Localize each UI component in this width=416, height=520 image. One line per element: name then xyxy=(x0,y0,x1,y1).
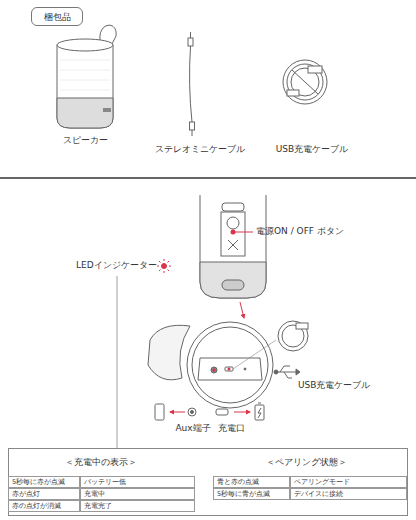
charge-arrow xyxy=(234,412,250,413)
stereo-cable-figure xyxy=(188,32,195,136)
divider xyxy=(0,177,416,179)
power-marker xyxy=(231,230,236,235)
speaker-top-view xyxy=(200,195,266,298)
table-cell: 5秒毎に青が点滅 xyxy=(213,488,290,500)
led-icon xyxy=(157,259,171,273)
aux-marker xyxy=(213,369,216,372)
usb-cable-figure xyxy=(283,60,327,104)
open-bottom xyxy=(148,322,273,408)
led-leader xyxy=(117,276,118,448)
port-icons xyxy=(155,403,264,420)
table-cell: 赤の点灯が消滅 xyxy=(8,500,80,512)
table-cell: バッテリー低 xyxy=(80,476,195,488)
callout-label: USB充電ケーブル xyxy=(298,381,370,391)
table-cell: 赤が点灯 xyxy=(8,488,80,500)
speaker-figure xyxy=(57,25,116,128)
table-cell: 青と赤の点滅 xyxy=(213,476,290,488)
part-name: ステレオミニケーブル xyxy=(155,145,245,155)
aux-arrow xyxy=(170,412,185,413)
usb-leader xyxy=(233,340,276,369)
power-leader xyxy=(235,232,253,233)
table-cell: デバイスに接続 xyxy=(290,488,407,500)
port-marker xyxy=(228,368,231,371)
table-cell: 充電中 xyxy=(80,488,195,500)
callout-label: LEDインジケーター xyxy=(76,261,157,271)
port-label: 充電口 xyxy=(218,424,245,434)
table-heading: ＜充電中の表示＞ xyxy=(65,458,137,467)
tab-label: 梱包品 xyxy=(44,13,71,23)
part-name: USB充電ケーブル xyxy=(276,145,348,155)
table-cell: 充電完了 xyxy=(80,500,195,512)
usb-cable-icon xyxy=(274,321,308,378)
part-name: スピーカー xyxy=(63,136,108,146)
callout-label: 電源ON / OFF ボタン xyxy=(256,227,344,237)
table-heading: ＜ペアリング状態＞ xyxy=(266,458,347,467)
table-cell: ペアリングモード xyxy=(290,476,407,488)
port-label: Aux端子 xyxy=(175,424,210,434)
package-contents-tab: 梱包品 xyxy=(31,7,83,26)
table-cell: 5秒毎に赤が点滅 xyxy=(8,476,80,488)
down-arrow xyxy=(240,302,244,318)
